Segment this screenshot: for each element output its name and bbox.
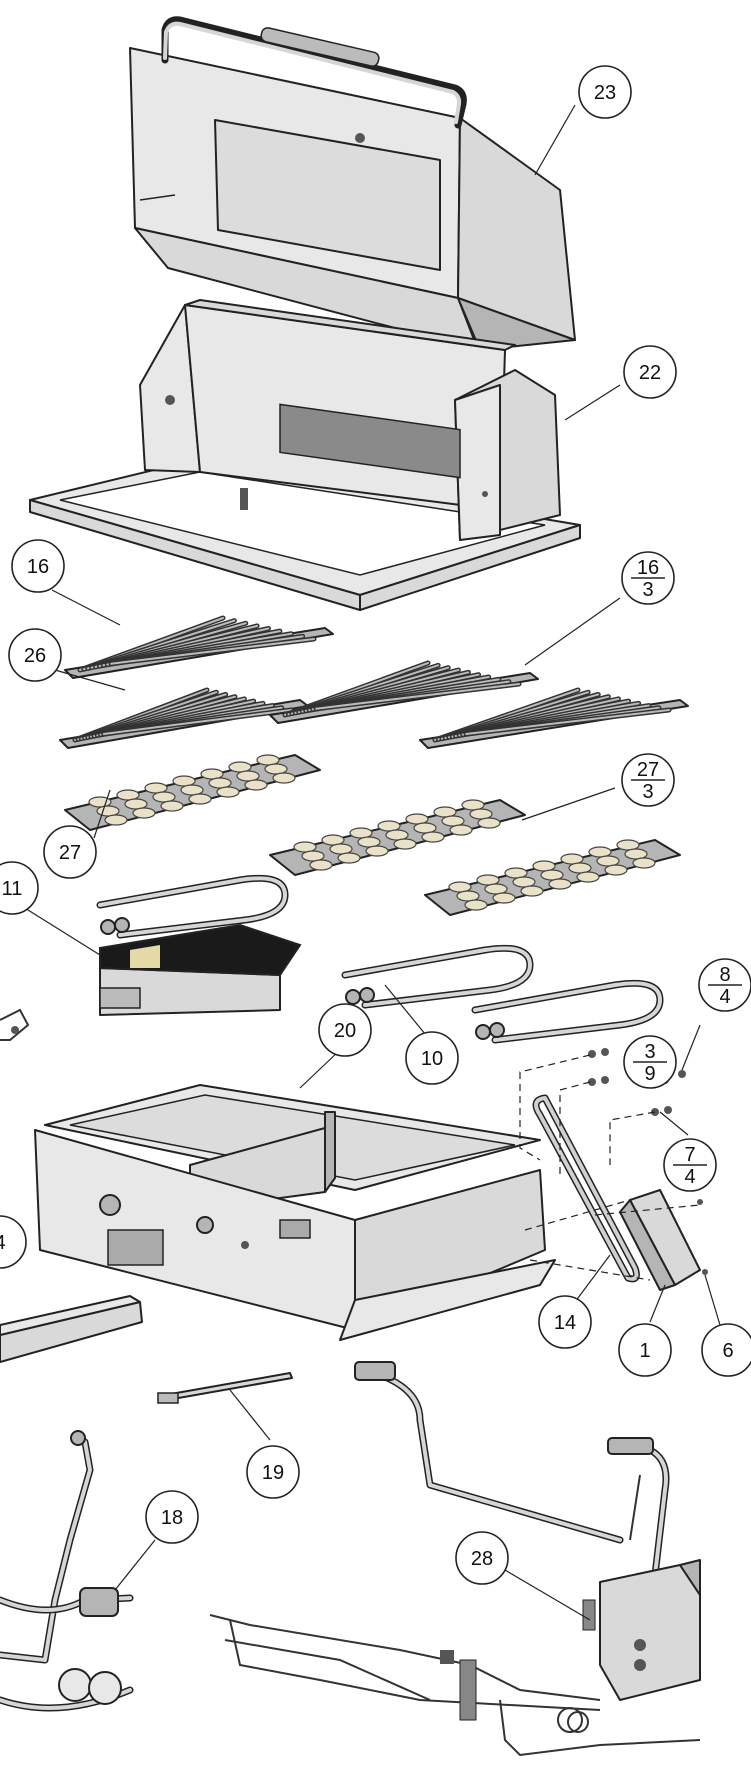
callout-c4: 4 [0, 1215, 27, 1269]
callout-c18: 18 [145, 1490, 199, 1544]
callout-c10: 10 [405, 1031, 459, 1085]
callout-c27_3: 273 [621, 753, 675, 807]
callout-quantity: 4 [719, 986, 730, 1008]
callout-quantity: 3 [642, 579, 653, 601]
callout-number: 8 [719, 964, 730, 986]
flame-tamer [64, 754, 321, 831]
callout-c6: 6 [701, 1323, 751, 1377]
callout-c22: 22 [623, 345, 677, 399]
callout-quantity: 4 [684, 1166, 695, 1188]
callout-c28: 28 [455, 1531, 509, 1585]
part-rod [157, 1372, 293, 1404]
tube-burner [96, 874, 289, 939]
callout-c20: 20 [318, 1003, 372, 1057]
flame-tamer [424, 839, 681, 916]
callout-number: 3 [644, 1041, 655, 1063]
callout-c23: 23 [578, 65, 632, 119]
callout-number: 1 [639, 1340, 650, 1362]
callout-number: 16 [637, 557, 659, 579]
part-igniter-housing [619, 1189, 701, 1291]
part-screw-6 [702, 1269, 708, 1275]
part-valve-manifold [0, 1430, 134, 1712]
flame-tamer [269, 799, 526, 876]
callout-c14: 14 [538, 1295, 592, 1349]
callout-number: 6 [722, 1340, 733, 1362]
cooking-grate [64, 615, 334, 679]
callout-c19: 19 [246, 1445, 300, 1499]
callout-group: 232216163262727311102039847441416191828 [0, 65, 751, 1585]
callout-quantity: 3 [642, 781, 653, 803]
callout-c3_9: 39 [623, 1035, 677, 1089]
callout-c7_4: 74 [663, 1138, 717, 1192]
leader-lines [19, 104, 721, 1621]
callout-number: 27 [637, 759, 659, 781]
callout-number: 16 [27, 556, 49, 578]
flame-tamer-group [64, 754, 681, 916]
cooking-grate [269, 660, 539, 724]
callout-c11: 11 [0, 861, 39, 915]
part-hood-lid [129, 16, 576, 351]
tube-burner [341, 944, 534, 1009]
cooking-grate [59, 687, 309, 749]
part-grill-head [29, 299, 581, 611]
callout-number: 26 [24, 645, 46, 667]
callout-c16: 16 [11, 539, 65, 593]
tube-burner [471, 979, 664, 1044]
callout-number: 4 [0, 1232, 6, 1254]
callout-number: 28 [471, 1548, 493, 1570]
callout-number: 20 [334, 1020, 356, 1042]
callout-number: 23 [594, 82, 616, 104]
part-side-bracket [0, 1008, 30, 1041]
callout-c1: 1 [618, 1323, 672, 1377]
callout-number: 27 [59, 842, 81, 864]
callout-number: 14 [554, 1312, 576, 1334]
cooking-grate [419, 687, 689, 749]
burner-group [96, 874, 664, 1044]
part-infrared-burner [99, 923, 302, 1016]
callout-number: 18 [161, 1507, 183, 1529]
callout-c8_4: 84 [698, 958, 751, 1012]
callout-c16_3: 163 [621, 551, 675, 605]
part-gasket [532, 1094, 640, 1283]
callout-number: 19 [262, 1462, 284, 1484]
callout-quantity: 9 [644, 1063, 655, 1085]
callout-number: 22 [639, 362, 661, 384]
part-firebox-body [34, 1084, 556, 1341]
grate-group [59, 615, 689, 749]
assembly-dashed-lines [519, 1054, 701, 1281]
callout-number: 11 [2, 878, 23, 900]
part-igniter-module [209, 1361, 701, 1757]
callout-c26: 26 [8, 628, 62, 682]
callout-number: 10 [421, 1048, 443, 1070]
callout-number: 7 [684, 1144, 695, 1166]
part-drip-channel [0, 1295, 143, 1363]
callout-c27: 27 [43, 825, 97, 879]
